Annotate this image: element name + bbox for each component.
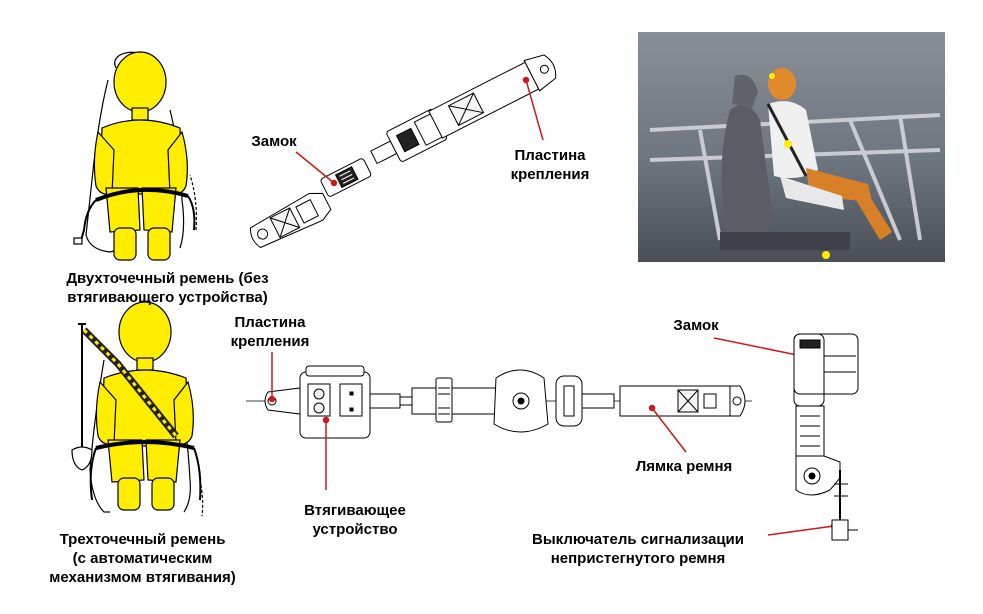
plate-top-label-line-2: крепления — [510, 166, 590, 183]
retractor-label-line-1: Втягивающее — [304, 502, 406, 519]
switch-label-line-2: непристегнутого ремня — [550, 550, 726, 567]
upper-leader-lines — [295, 76, 544, 187]
plate-top-label-line-1: Пластина — [514, 147, 586, 164]
two-point-caption-line-2: втягивающего устройства) — [67, 289, 268, 306]
lock-right-label: Замок — [666, 316, 726, 335]
dummy-two-point-figure — [73, 51, 197, 261]
retractor-label: Втягивающее устройство — [292, 501, 418, 539]
lock-top-label: Замок — [244, 132, 304, 151]
two-point-caption: Двухточечный ремень (без втягивающего ус… — [55, 269, 280, 307]
two-point-caption-line-1: Двухточечный ремень (без — [66, 270, 269, 287]
three-point-belt-drawing — [246, 365, 752, 439]
crash-test-photo — [638, 32, 945, 262]
switch-label: Выключатель сигнализации непристегнутого… — [508, 530, 768, 568]
plate-bottom-label: Пластина крепления — [222, 313, 318, 351]
plate-bottom-label-line-2: крепления — [230, 333, 310, 350]
webbing-label-text: Лямка ремня — [635, 458, 733, 475]
three-point-caption-line-1: Трехточечный ремень — [59, 531, 226, 548]
retractor-label-line-2: устройство — [312, 521, 398, 538]
three-point-caption-line-2: (с автоматическим — [72, 550, 213, 567]
lock-right-label-text: Замок — [673, 317, 719, 334]
two-point-belt-drawing — [249, 54, 557, 249]
buckle-with-switch-drawing — [793, 333, 859, 541]
webbing-label: Лямка ремня — [624, 457, 744, 476]
three-point-caption-line-3: механизмом втягивания) — [49, 569, 236, 586]
plate-bottom-label-line-1: Пластина — [234, 314, 306, 331]
plate-top-label: Пластина крепления — [502, 146, 598, 184]
switch-label-line-1: Выключатель сигнализации — [532, 531, 744, 548]
lock-top-label-text: Замок — [251, 133, 297, 150]
three-point-caption: Трехточечный ремень (с автоматическим ме… — [30, 530, 255, 587]
dummy-three-point-figure — [71, 301, 204, 517]
